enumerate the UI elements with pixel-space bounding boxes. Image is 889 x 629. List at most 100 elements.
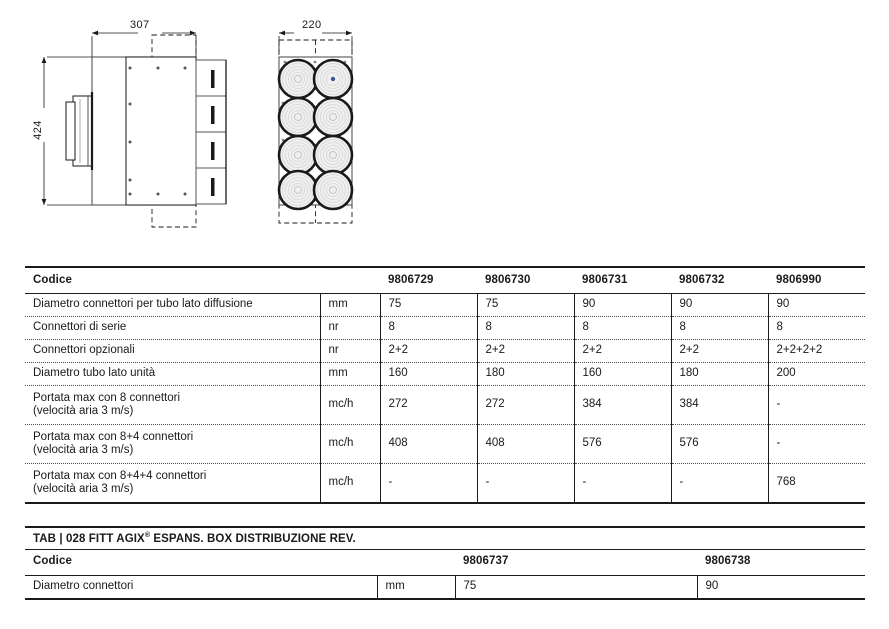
table-row: Portata max con 8 connettori (velocità a… — [25, 385, 865, 425]
connector-circle — [312, 58, 354, 100]
row-value-3: - — [670, 463, 768, 502]
registered-trademark-icon: ® — [144, 532, 151, 539]
row-label: Diametro connettori — [33, 580, 134, 593]
row-value-3: 576 — [670, 424, 768, 464]
row-label: Diametro tubo lato unità — [25, 362, 320, 386]
header-code-0: 9806729 — [380, 266, 477, 294]
row-unit: nr — [319, 316, 380, 340]
row-value-0: 75 — [454, 575, 697, 598]
row-unit: mc/h — [319, 463, 380, 502]
row-value-3: 8 — [670, 316, 768, 340]
header-unit — [377, 549, 455, 576]
row-unit: mm — [376, 575, 455, 598]
row-value-2: 8 — [573, 316, 671, 340]
side-view-duct-spigot — [65, 95, 93, 167]
front-view-width-label: 220 — [302, 19, 322, 31]
connector-circle — [277, 134, 319, 176]
row-value-0: 408 — [379, 424, 477, 464]
row-value-3: 384 — [670, 385, 768, 425]
specification-tables: Codice 9806729 9806730 9806731 9806732 9… — [25, 266, 865, 600]
row-value-3: 2+2 — [670, 339, 768, 363]
table-row: Portata max con 8+4 connettori (velocità… — [25, 424, 865, 464]
row-label-line1: Portata max con 8+4+4 connettori — [33, 469, 207, 482]
row-value-2: 576 — [573, 424, 671, 464]
row-unit: nr — [319, 339, 380, 363]
row-unit: mm — [319, 362, 380, 386]
row-value-2: - — [573, 463, 671, 502]
technical-drawings: 307 424 220 — [0, 0, 889, 250]
row-label-line1: Portata max con 8 connettori — [33, 391, 181, 404]
side-view-height-dimension — [41, 56, 92, 206]
side-view-width-label: 307 — [130, 19, 150, 31]
table-row: Portata max con 8+4+4 connettori (veloci… — [25, 463, 865, 503]
table-row: Diametro connettori mm 75 90 — [25, 575, 865, 598]
row-unit: mc/h — [319, 385, 380, 425]
row-value-1: 75 — [476, 293, 574, 317]
row-value-1: 90 — [696, 575, 865, 598]
row-value-4: - — [767, 385, 865, 425]
row-value-1: 8 — [476, 316, 574, 340]
connector-circle — [312, 96, 354, 138]
table-header-row: Codice 9806729 9806730 9806731 9806732 9… — [25, 266, 865, 294]
row-value-4: 200 — [767, 362, 865, 386]
row-label-line2: (velocità aria 3 m/s) — [33, 483, 134, 495]
row-value-4: 90 — [767, 293, 865, 317]
row-value-3: 180 — [670, 362, 768, 386]
connector-circle — [312, 134, 354, 176]
row-label: Portata max con 8+4+4 connettori (veloci… — [25, 464, 320, 503]
row-label-line2: (velocità aria 3 m/s) — [33, 444, 134, 456]
connector-circle — [277, 96, 319, 138]
row-value-1: 180 — [476, 362, 574, 386]
table1-bottom-rule — [25, 502, 865, 504]
row-value-1: 408 — [476, 424, 574, 464]
tables-spacer — [25, 504, 865, 526]
row-label: Portata max con 8+4 connettori (velocità… — [25, 424, 320, 464]
header-label: Codice — [25, 266, 320, 294]
row-value-0: 272 — [379, 385, 477, 425]
row-value-0: 8 — [379, 316, 477, 340]
row-value-4: - — [767, 424, 865, 464]
row-label: Connettori opzionali — [25, 339, 320, 363]
table-header-row: Codice 9806737 9806738 — [25, 549, 865, 576]
row-value-2: 160 — [573, 362, 671, 386]
header-code-1: 9806738 — [697, 549, 865, 576]
table2-caption-prefix: TAB | 028 FITT AGIX — [33, 532, 145, 545]
header-code-4: 9806990 — [768, 266, 865, 294]
table-row: Diametro connettori per tubo lato diffus… — [25, 293, 865, 317]
row-value-1: - — [476, 463, 574, 502]
side-view-height-label: 424 — [32, 120, 44, 140]
row-value-3: 90 — [670, 293, 768, 317]
table-row: Connettori di serie nr 8 8 8 8 8 — [25, 316, 865, 340]
row-value-4: 768 — [767, 463, 865, 502]
header-code-0: 9806737 — [455, 549, 697, 576]
row-value-4: 2+2+2+2 — [767, 339, 865, 363]
front-view-connectors — [277, 58, 354, 211]
header-unit — [320, 266, 380, 294]
table-row: Diametro tubo lato unità mm 160 180 160 … — [25, 362, 865, 386]
header-code-1: 9806730 — [477, 266, 574, 294]
table2-bottom-rule — [25, 597, 865, 600]
side-view-width-dimension — [91, 30, 197, 57]
table2-caption: TAB | 028 FITT AGIX® ESPANS. BOX DISTRIB… — [25, 526, 865, 550]
row-value-0: - — [379, 463, 477, 502]
table-expansion-box-specs: Codice 9806737 9806738 Diametro connetto… — [25, 549, 865, 598]
side-view-connector-ports — [195, 59, 227, 205]
row-value-2: 90 — [573, 293, 671, 317]
row-value-1: 272 — [476, 385, 574, 425]
row-label-line1: Portata max con 8+4 connettori — [33, 430, 194, 443]
row-label: Portata max con 8 connettori (velocità a… — [25, 385, 320, 425]
row-label-line2: (velocità aria 3 m/s) — [33, 405, 134, 417]
row-unit: mm — [319, 293, 380, 317]
row-label: Diametro connettori per tubo lato diffus… — [25, 293, 320, 317]
drawings-svg — [41, 30, 354, 228]
table2-caption-suffix: ESPANS. BOX DISTRIBUZIONE REV. — [150, 532, 356, 545]
table-distribution-box-specs: Codice 9806729 9806730 9806731 9806732 9… — [25, 266, 865, 502]
header-code-3: 9806732 — [671, 266, 768, 294]
row-label: Connettori di serie — [25, 316, 320, 340]
table-row: Connettori opzionali nr 2+2 2+2 2+2 2+2 … — [25, 339, 865, 363]
row-unit: mc/h — [319, 424, 380, 464]
connector-circle — [277, 58, 319, 100]
connector-circle — [277, 169, 319, 211]
row-value-2: 384 — [573, 385, 671, 425]
row-value-0: 75 — [379, 293, 477, 317]
